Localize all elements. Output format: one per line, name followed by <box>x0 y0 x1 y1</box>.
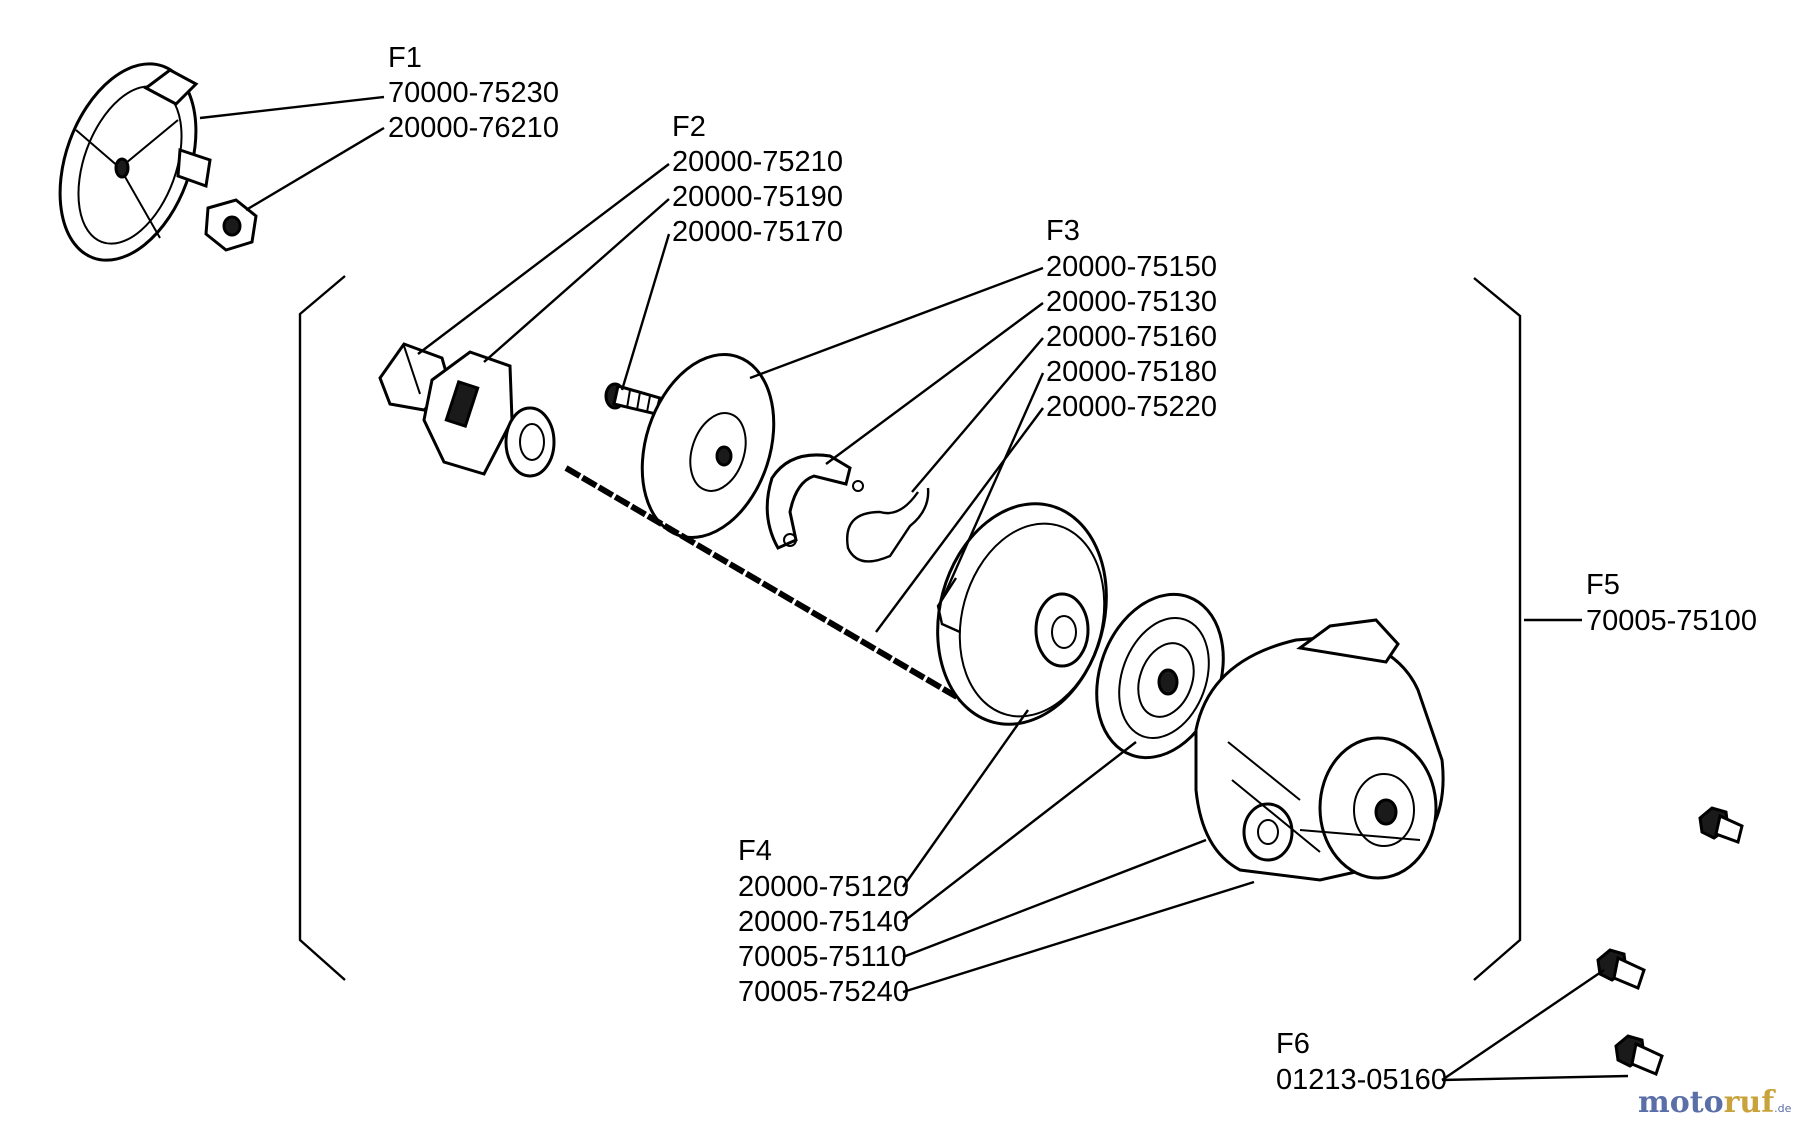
f2-part-3: 20000-75170 <box>672 216 843 248</box>
watermark-logo: motoruf.de <box>1638 1085 1792 1120</box>
f3-part-5: 20000-75220 <box>1046 391 1217 423</box>
f2-screw <box>604 382 662 416</box>
group-f4-labels: F4 20000-75120 20000-75140 70005-75110 7… <box>738 835 909 1008</box>
f5-label: F5 <box>1586 569 1620 601</box>
assembly-bracket <box>298 275 1522 981</box>
f3-label: F3 <box>1046 215 1080 247</box>
group-f5-labels: F5 70005-75100 <box>1586 569 1757 637</box>
f6-bolt-2 <box>1596 948 1646 991</box>
f4-label: F4 <box>738 835 772 867</box>
f3-spring-clip <box>846 487 930 563</box>
f2-label: F2 <box>672 111 706 143</box>
f3-part-2: 20000-75130 <box>1046 286 1217 318</box>
f5-part-1: 70005-75100 <box>1586 605 1757 637</box>
f4-reel <box>936 502 1108 726</box>
svg-text:motoruf.de: motoruf.de <box>1638 1085 1792 1120</box>
f3-part-1: 20000-75150 <box>1046 251 1217 283</box>
f6-bolt-3 <box>1614 1034 1664 1077</box>
f4-part-4: 70005-75240 <box>738 976 909 1008</box>
f4-part-1: 20000-75120 <box>738 871 909 903</box>
watermark-suffix: .de <box>1774 1102 1791 1115</box>
f3-ratchet-pawl <box>765 453 864 550</box>
f6-label: F6 <box>1276 1028 1310 1060</box>
f1-part-2: 20000-76210 <box>388 112 559 144</box>
f2-part-2: 20000-75190 <box>672 181 843 213</box>
group-f3-labels: F3 20000-75150 20000-75130 20000-75160 2… <box>1046 215 1217 423</box>
group-f2-labels: F2 20000-75210 20000-75190 20000-75170 <box>672 111 843 248</box>
f2-part-1: 20000-75210 <box>672 146 843 178</box>
f1-label: F1 <box>388 42 422 74</box>
leader-lines <box>199 95 1629 1082</box>
f3-part-3: 20000-75160 <box>1046 321 1217 353</box>
f4-part-3: 70005-75110 <box>738 941 907 973</box>
f2-ratchet-block <box>422 350 556 478</box>
f1-nut <box>204 198 258 252</box>
watermark-part-2: ruf <box>1724 1085 1777 1120</box>
f4-spring <box>1095 592 1225 760</box>
f4-part-2: 20000-75140 <box>738 906 909 938</box>
watermark-part-1: moto <box>1638 1085 1724 1120</box>
f6-bolt-1 <box>1698 806 1744 844</box>
f3-plate <box>640 353 776 539</box>
f1-part-1: 70000-75230 <box>388 77 559 109</box>
group-f6-labels: F6 01213-05160 <box>1276 1028 1447 1096</box>
f3-rope <box>564 465 988 717</box>
group-f1-labels: F1 70000-75230 20000-76210 <box>388 42 559 144</box>
f3-part-4: 20000-75180 <box>1046 356 1217 388</box>
f4-housing <box>1194 618 1445 882</box>
f1-pulley <box>58 62 212 262</box>
f6-part-1: 01213-05160 <box>1276 1064 1447 1096</box>
